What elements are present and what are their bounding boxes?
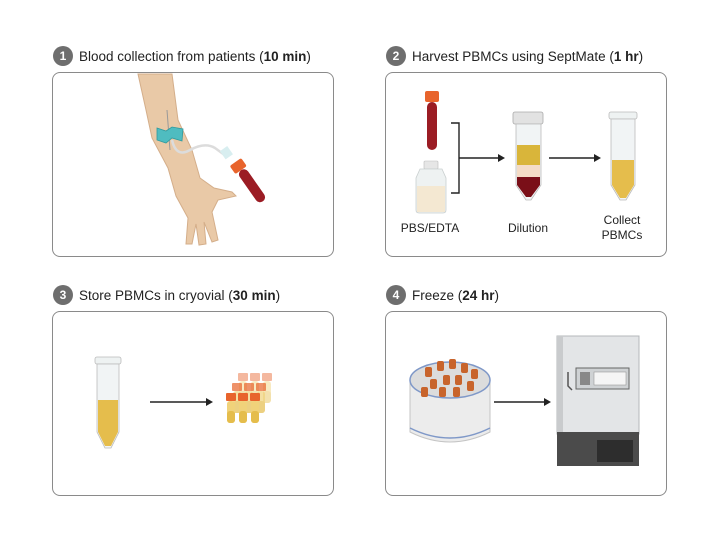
blood-tube-icon — [425, 91, 439, 150]
cryovial — [437, 361, 444, 371]
step-duration: 30 min — [232, 287, 276, 303]
pbmc-tube-icon — [94, 356, 122, 449]
butterfly-needle-icon — [156, 109, 233, 160]
cryovial — [455, 375, 462, 385]
step-title: Freeze ( — [412, 287, 463, 303]
arrow-head — [544, 398, 551, 406]
ultra-low-freezer-icon — [556, 335, 640, 466]
cryovial — [443, 375, 450, 385]
step-title-close: ) — [638, 48, 644, 64]
step-title: Harvest PBMCs using SeptMate ( — [412, 48, 614, 64]
cryovial — [461, 363, 468, 373]
cryovial — [430, 379, 437, 389]
step-duration: 10 min — [263, 48, 307, 64]
arrow-head — [206, 398, 213, 406]
step-1-header: 1 Blood collection from patients (10 min… — [53, 46, 311, 66]
dilution-label: Dilution — [507, 221, 549, 235]
step-number-badge: 3 — [53, 285, 73, 305]
cryovial — [425, 367, 432, 377]
step-4-header: 4 Freeze (24 hr) — [386, 285, 499, 305]
step-number-badge: 2 — [386, 46, 406, 66]
freezing-container-icon — [409, 359, 491, 443]
step-3-header: 3 Store PBMCs in cryovial (30 min) — [53, 285, 280, 305]
step-number-badge: 1 — [53, 46, 73, 66]
cryovial — [449, 359, 456, 369]
collect-label-line2: PBMCs — [601, 228, 643, 242]
pbs-edta-label: PBS/EDTA — [400, 221, 460, 235]
step-title-close: ) — [275, 287, 281, 303]
cryovial — [238, 393, 248, 423]
blood-tube-icon — [230, 158, 266, 203]
cryovial — [226, 393, 236, 423]
cryovial — [250, 393, 260, 423]
arm-illustration — [137, 73, 237, 246]
cryovial — [453, 387, 460, 397]
cryovial — [467, 381, 474, 391]
step-number-badge: 4 — [386, 285, 406, 305]
cryovial — [471, 369, 478, 379]
cryovials-icon — [226, 373, 272, 423]
step-duration: 24 hr — [462, 287, 495, 303]
step-title: Blood collection from patients ( — [79, 48, 264, 64]
septmate-tube-icon — [512, 111, 544, 201]
cryovial — [421, 387, 428, 397]
step-duration: 1 hr — [613, 48, 639, 64]
cryovial — [439, 387, 446, 397]
collect-label-line1: Collect — [603, 213, 641, 227]
collect-pbmcs-label: Collect PBMCs — [592, 213, 652, 243]
step-title-close: ) — [494, 287, 500, 303]
collected-pbmc-tube-icon — [608, 111, 638, 201]
arrow-head — [498, 154, 505, 162]
step-title: Store PBMCs in cryovial ( — [79, 287, 233, 303]
step-title-close: ) — [306, 48, 311, 64]
pbs-bottle-icon — [415, 160, 447, 214]
bracket-arrow — [451, 122, 500, 194]
step-2-header: 2 Harvest PBMCs using SeptMate (1 hr) — [386, 46, 643, 66]
arrow-head — [594, 154, 601, 162]
